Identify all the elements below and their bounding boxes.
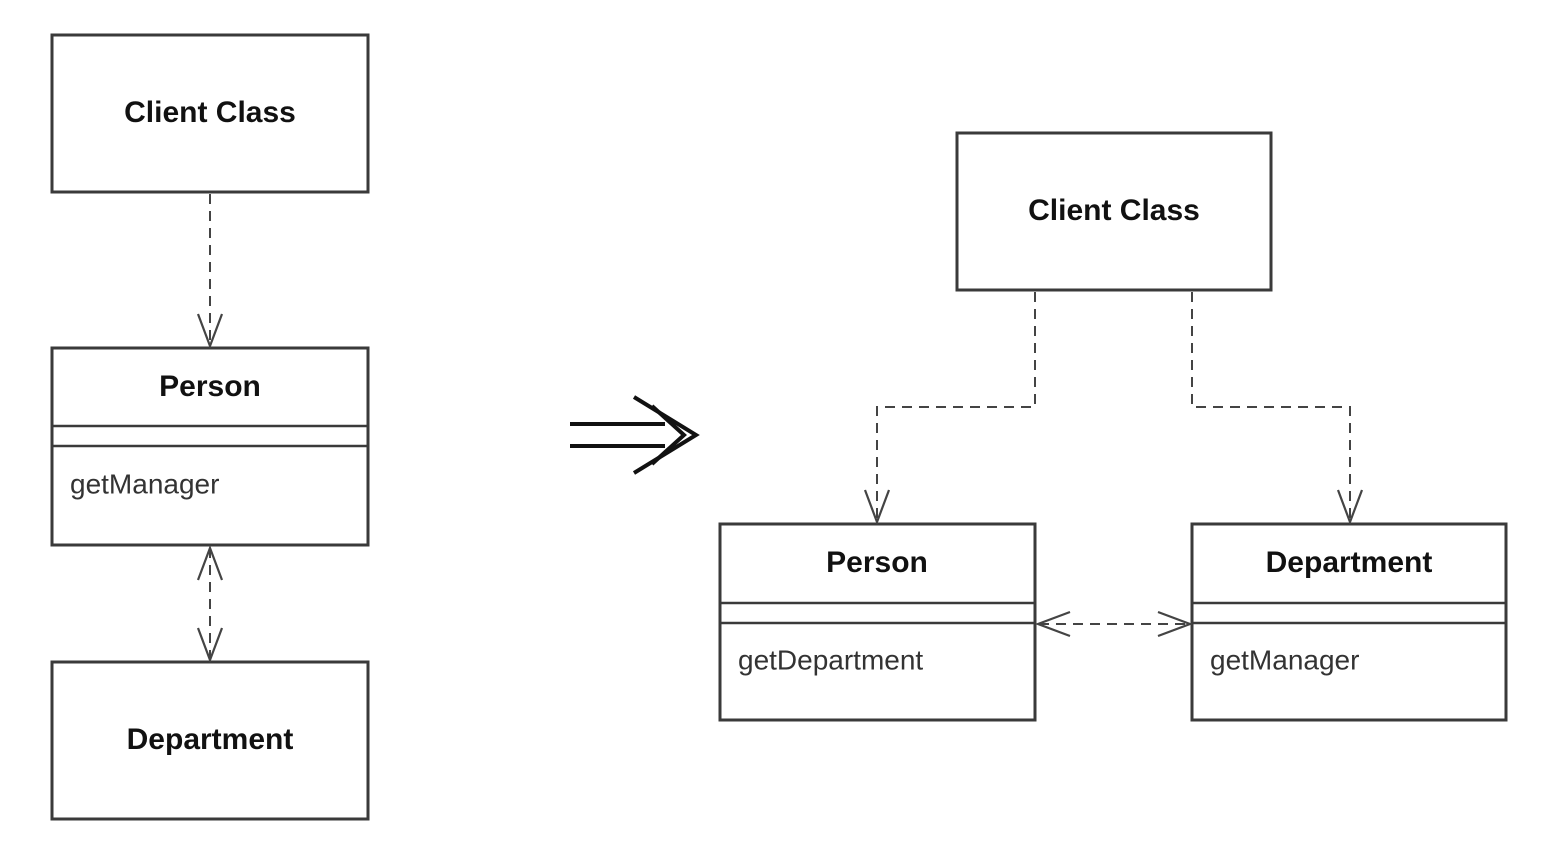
before-client-to-person-dependency [196,194,224,350]
after-department-method: getManager [1210,644,1359,675]
before-department-box: Department [50,660,370,821]
before-department-name: Department [127,723,294,756]
before-client-class-name: Client Class [124,96,296,129]
after-diagram: Client Class Person getDepartment Depart… [718,131,1508,722]
after-client-to-department-dependency [1191,292,1364,526]
before-person-department-dependency [196,544,224,664]
after-person-method: getDepartment [738,644,923,675]
before-client-class-box: Client Class [50,33,370,194]
before-person-name: Person [159,370,261,403]
after-client-class-name: Client Class [1028,194,1200,227]
after-department-box: Department getManager [1190,522,1508,722]
before-person-box: Person getManager [50,346,370,547]
after-person-name: Person [826,546,928,579]
after-department-name: Department [1266,546,1433,579]
before-diagram: Client Class Person getManager Departmen… [50,33,370,821]
after-client-class-box: Client Class [955,131,1273,292]
after-client-to-person-dependency [863,292,1036,526]
after-person-box: Person getDepartment [718,522,1037,722]
transformation-arrow-icon [570,395,700,475]
after-person-department-dependency [1034,610,1194,638]
before-person-method: getManager [70,468,219,499]
